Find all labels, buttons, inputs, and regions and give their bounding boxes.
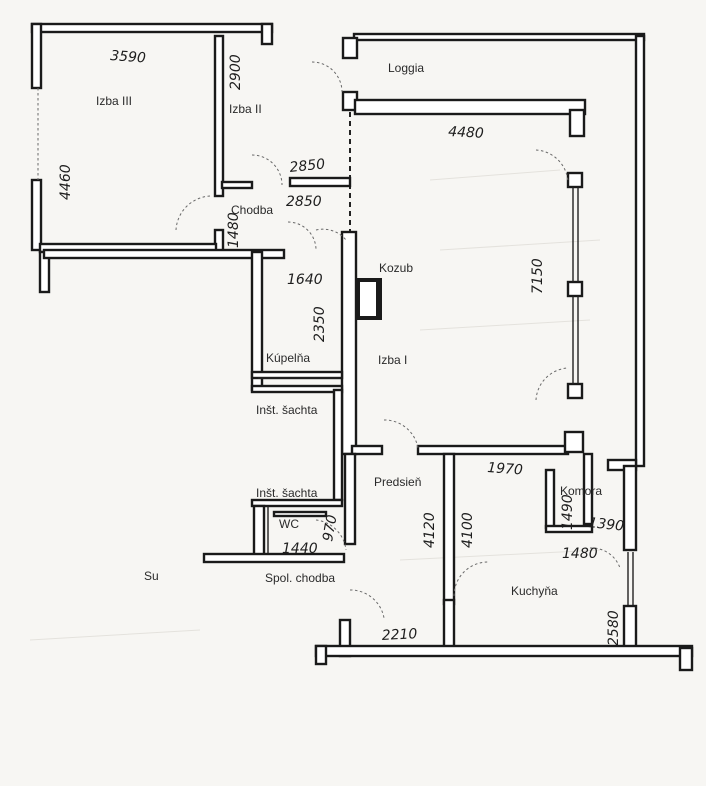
wall-predsien-bottom-right (442, 598, 456, 654)
wall-predsien-top (416, 444, 570, 456)
wall-sachta-top (250, 384, 344, 394)
wall-komora-pillar (563, 430, 585, 454)
dim-izba3-width: 3590 (110, 48, 147, 66)
dim-chodba-depth: 1480 (226, 212, 242, 248)
label-izba-iii: Izba III (96, 94, 132, 108)
door-kuchyna (453, 561, 489, 597)
wall-bottom-left (314, 644, 328, 666)
wall-left-upper (30, 22, 43, 90)
wall-sachta-right (332, 388, 344, 502)
dim-wc-depth: 970 (320, 514, 340, 543)
window-post-1 (566, 171, 584, 189)
dim-izba1-depth: 7150 (530, 258, 546, 294)
label-kozub: Kozub (379, 261, 413, 275)
door-izba1-left (315, 228, 347, 241)
label-komora: Komora (560, 484, 602, 498)
wall-top-left (30, 22, 274, 34)
door-izba2 (251, 154, 283, 186)
wall-izba1-left (340, 230, 358, 456)
wall-sachta2-bottom (250, 498, 344, 508)
wall-chodba-top (220, 180, 254, 190)
dim-komora-width: 1480 (562, 546, 598, 562)
wall-bottom (314, 644, 694, 658)
door-wc (315, 519, 347, 551)
label-kuchyna: Kuchyňa (511, 584, 558, 598)
window-post-3 (566, 382, 584, 400)
door-predsien-izba1 (383, 419, 419, 449)
window-post-2 (566, 280, 584, 298)
wall-izba1-top (353, 98, 587, 116)
dim-chodba-lower: 2850 (286, 194, 322, 210)
door-loggia (311, 61, 343, 93)
dim-predsien-left: 4120 (422, 512, 438, 548)
wall-predsien-top-left (350, 444, 384, 456)
door-izba3 (175, 195, 213, 231)
label-izba-i: Izba I (378, 353, 407, 367)
wall-komora-bottom (544, 524, 594, 534)
dim-izba3-depth: 4460 (58, 164, 74, 200)
wall-left-lower (30, 178, 43, 252)
wall-loggia-pillar (341, 36, 359, 60)
wall-spol-chodba (202, 552, 346, 564)
wall-right-lower (622, 464, 638, 552)
wall-right (634, 34, 646, 468)
dimension-labels: 3590 4460 2900 2850 2850 1480 4480 7150 … (58, 48, 625, 646)
wall-wc-left (252, 504, 266, 558)
dim-izba1-width: 4480 (448, 124, 485, 142)
dim-wc-width: 1440 (282, 541, 318, 557)
door-swings (37, 61, 621, 619)
dim-predsien-width: 2210 (381, 626, 418, 644)
dim-komora-right: 1390 (588, 515, 625, 535)
kozub-inner (360, 282, 376, 316)
wall-corridor-bottom (42, 248, 286, 260)
label-loggia: Loggia (388, 61, 424, 75)
dim-kuchyna-width: 1970 (487, 460, 524, 478)
door-spol-chodba (349, 589, 385, 619)
wall-wc-top (272, 510, 328, 518)
dim-izba2-width: 2900 (228, 54, 244, 90)
label-kupelna: Kúpelňa (266, 351, 310, 365)
label-izba-ii: Izba II (229, 102, 262, 116)
dim-kupelna-depth: 2350 (312, 306, 328, 342)
walls (30, 22, 694, 672)
dim-komora-depth: 1490 (560, 494, 576, 530)
wall-chodba-izba2 (288, 176, 352, 188)
wall-kupelna-left (250, 250, 264, 392)
label-chodba: Chodba (231, 203, 273, 217)
dim-chodba-upper: 2850 (289, 156, 326, 176)
wall-kupelna-bottom (250, 370, 344, 380)
wall-predsien-right (442, 452, 456, 606)
wall-izba3-izba2 (213, 34, 225, 198)
door-izba1-window-1 (535, 149, 569, 183)
wall-loggia-top (352, 32, 646, 42)
label-inst-sachta-1: Inšt. šachta (256, 403, 318, 417)
label-spol-chodba: Spol. chodba (265, 571, 335, 585)
room-labels: Loggia Izba III Izba II Chodba Kozub Kúp… (96, 61, 602, 598)
wall-bottom-right (678, 646, 694, 672)
wall-right-bottom (622, 604, 638, 652)
wall-komora-left (544, 468, 556, 530)
dim-predsien-right: 4100 (460, 512, 476, 548)
wall-izba1-top-right (568, 108, 586, 138)
label-predsien: Predsieň (374, 475, 421, 489)
wall-predsien-left (343, 452, 357, 546)
dim-kupelna-width: 1640 (287, 272, 323, 288)
wall-komora-right (582, 452, 594, 526)
label-su: Su (144, 569, 159, 583)
wall-top-stub (260, 22, 274, 46)
scan-texture (29, 169, 601, 641)
label-inst-sachta-2: Inšt. šachta (256, 486, 318, 500)
label-wc: WC (279, 517, 299, 531)
dim-kuchyna-depth: 2580 (606, 610, 622, 646)
door-izba1-window-2 (535, 367, 569, 401)
door-kupelna (287, 221, 317, 251)
